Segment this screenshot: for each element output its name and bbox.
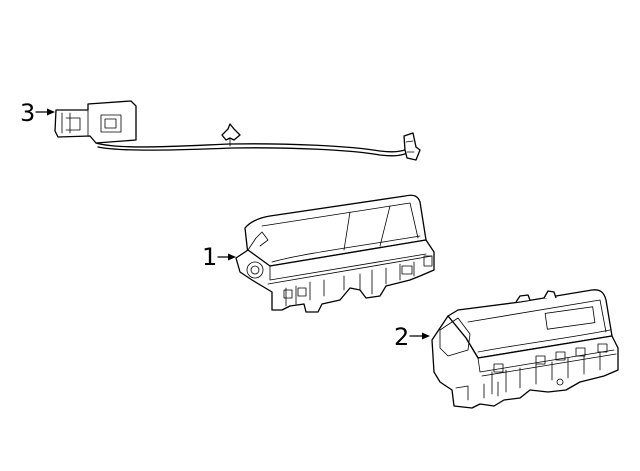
callout-1: 1 bbox=[202, 243, 236, 271]
callout-1-arrowhead bbox=[228, 253, 236, 261]
module-part-2[interactable] bbox=[431, 289, 619, 409]
callout-2: 2 bbox=[394, 323, 430, 351]
callout-3: 3 bbox=[20, 99, 55, 127]
callout-3-arrowhead bbox=[47, 108, 55, 116]
callout-3-label: 3 bbox=[20, 99, 35, 127]
callout-1-label: 1 bbox=[202, 243, 217, 271]
wiring-harness-part[interactable] bbox=[54, 100, 421, 161]
callout-2-arrowhead bbox=[422, 332, 430, 340]
module-part-1[interactable] bbox=[235, 194, 435, 313]
callout-2-label: 2 bbox=[394, 323, 409, 351]
